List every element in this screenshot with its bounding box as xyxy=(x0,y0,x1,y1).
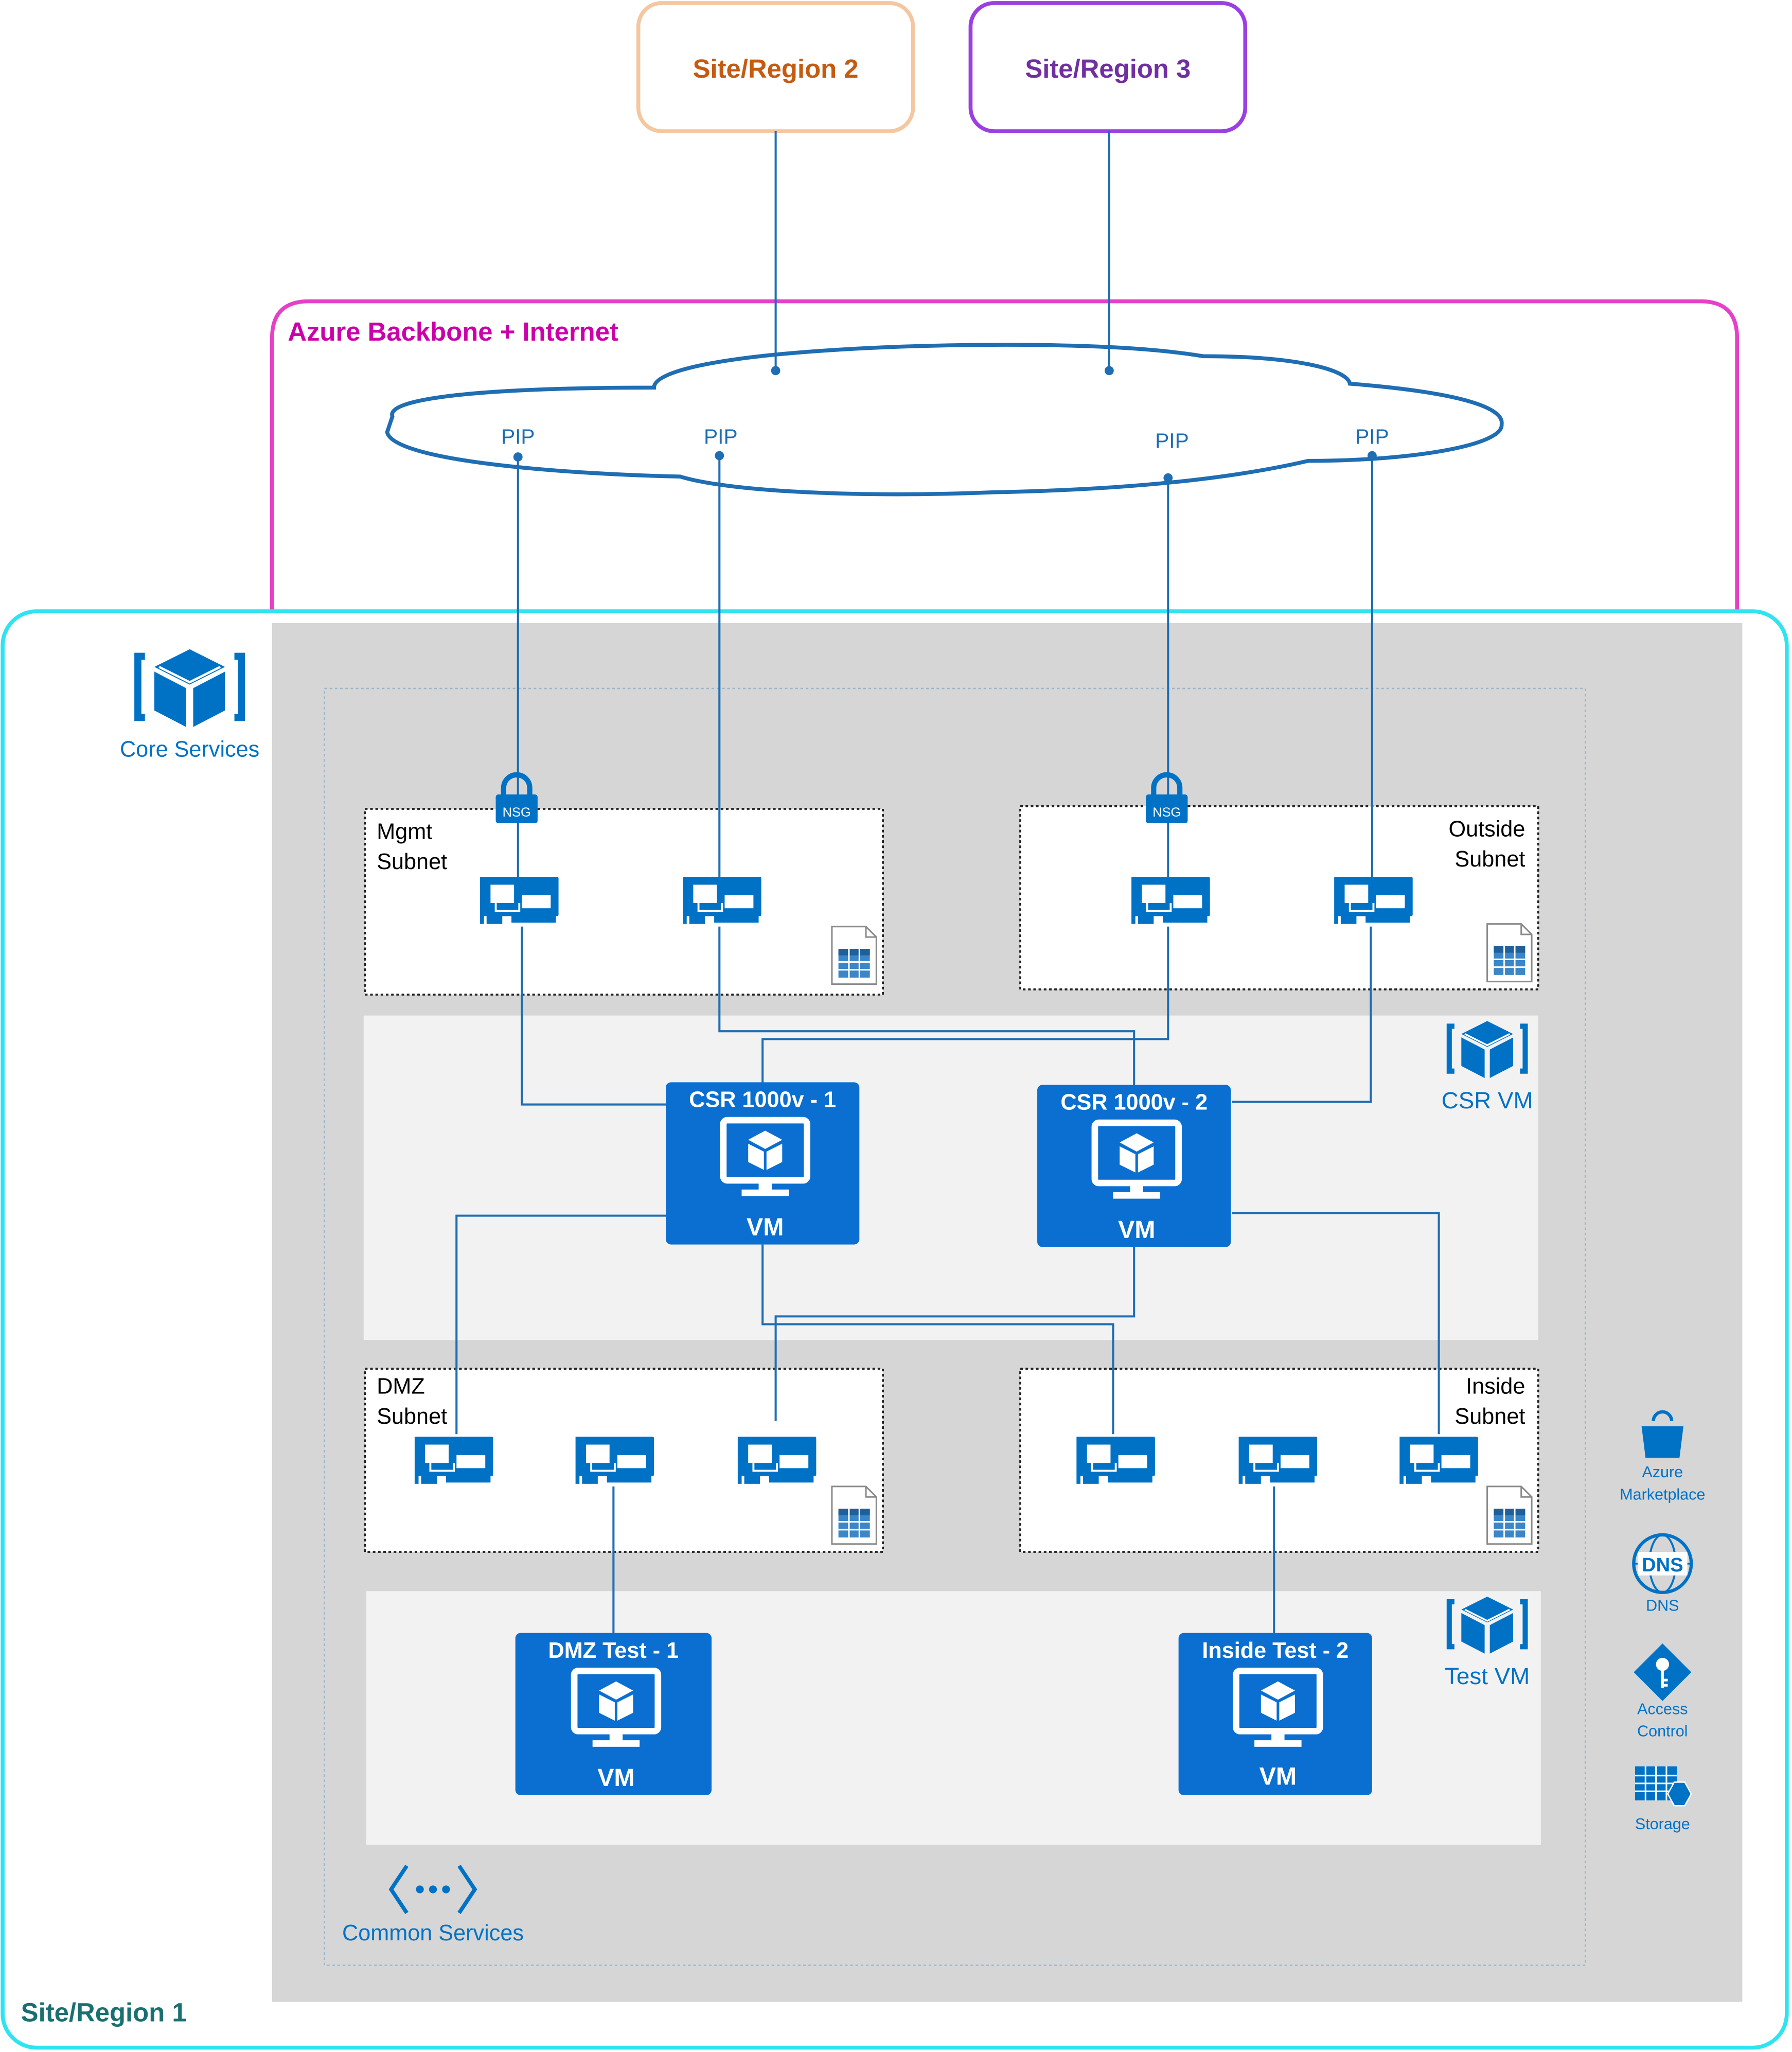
vm-title: Inside Test - 2 xyxy=(1202,1638,1349,1663)
nic-icon xyxy=(1398,1436,1479,1485)
storage-icon xyxy=(1635,1766,1692,1807)
subnet-doc-icon xyxy=(1486,1485,1533,1545)
vm-subtitle: VM xyxy=(1118,1216,1155,1244)
vm-title: DMZ Test - 1 xyxy=(548,1638,679,1663)
mgmt-subnet-label-line1: Mgmt xyxy=(377,819,432,844)
subnet-doc-icon xyxy=(831,926,877,985)
nic-icon xyxy=(574,1436,655,1485)
csr-1000v-1-vm[interactable]: CSR 1000v - 1 VM xyxy=(666,1082,860,1245)
subnet-doc-icon xyxy=(831,1485,877,1545)
azure-backbone-label: Azure Backbone + Internet xyxy=(288,317,618,346)
inside-subnet-label-line2: Subnet xyxy=(1454,1404,1525,1429)
core-services-label: Core Services xyxy=(120,737,259,762)
pip-label-1: PIP xyxy=(501,425,535,449)
nic-icon xyxy=(414,1436,494,1485)
azure-marketplace-label-line1: Azure xyxy=(1642,1463,1683,1481)
azure-backbone-box xyxy=(270,299,1740,613)
site-region-1-label: Site/Region 1 xyxy=(21,1998,187,2027)
pip-label-2: PIP xyxy=(704,425,738,449)
outside-subnet-box xyxy=(1019,805,1539,990)
site-region-2-label: Site/Region 2 xyxy=(693,54,859,83)
vm-title: CSR 1000v - 2 xyxy=(1060,1090,1208,1115)
common-services-icon xyxy=(388,1865,477,1914)
nic-icon xyxy=(1237,1436,1319,1485)
nsg-label: NSG xyxy=(503,805,531,820)
outside-subnet-label-line2: Subnet xyxy=(1454,847,1525,872)
pip-label-4: PIP xyxy=(1355,425,1389,449)
vm-subtitle: VM xyxy=(1259,1763,1297,1791)
connections xyxy=(455,131,1440,1636)
vm-subtitle: VM xyxy=(597,1764,634,1792)
storage-label: Storage xyxy=(1635,1815,1690,1833)
dmz-test-1-vm[interactable]: DMZ Test - 1 VM xyxy=(515,1633,712,1795)
subnet-doc-icon xyxy=(1486,923,1533,983)
mgmt-subnet-label-line2: Subnet xyxy=(377,850,447,874)
inside-subnet-label-line1: Inside xyxy=(1466,1374,1525,1399)
dmz-subnet-label-line1: DMZ xyxy=(377,1374,425,1399)
csr-vm-group-label: CSR VM xyxy=(1442,1087,1533,1113)
dns-label: DNS xyxy=(1646,1597,1679,1614)
csr-vm-panel xyxy=(363,1015,1538,1340)
test-vm-group-label: Test VM xyxy=(1445,1663,1530,1689)
dmz-subnet-label-line2: Subnet xyxy=(377,1404,447,1429)
nic-icon xyxy=(479,876,560,925)
nic-icon xyxy=(1333,876,1414,925)
access-control-label-line2: Control xyxy=(1637,1722,1688,1740)
vm-subtitle: VM xyxy=(747,1213,784,1241)
pip-label-3: PIP xyxy=(1155,429,1189,452)
site-region-3-label: Site/Region 3 xyxy=(1025,54,1191,83)
connection-dots xyxy=(513,366,1377,483)
nsg-label: NSG xyxy=(1152,805,1181,820)
outside-subnet-label-line1: Outside xyxy=(1448,817,1525,841)
nsg-lock-icon: NSG xyxy=(496,775,538,823)
nic-icon xyxy=(1130,876,1211,925)
nic-icon xyxy=(682,876,762,925)
azure-marketplace-label-line2: Marketplace xyxy=(1620,1485,1705,1503)
access-control-label-line1: Access xyxy=(1637,1700,1688,1718)
inside-test-2-vm[interactable]: Inside Test - 2 VM xyxy=(1178,1633,1372,1795)
nsg-lock-icon: NSG xyxy=(1146,775,1187,823)
dns-icon: DNS xyxy=(1632,1533,1693,1595)
access-control-icon xyxy=(1634,1643,1692,1701)
common-services-label: Common Services xyxy=(342,1921,524,1945)
mgmt-subnet-box xyxy=(364,808,884,996)
nic-icon xyxy=(1075,1436,1156,1485)
internet-cloud xyxy=(385,343,1504,497)
azure-marketplace-icon xyxy=(1641,1410,1683,1458)
vm-title: CSR 1000v - 1 xyxy=(689,1088,836,1112)
nic-icon xyxy=(736,1436,818,1485)
dns-badge-text: DNS xyxy=(1642,1554,1683,1576)
site-region-3-box xyxy=(968,1,1248,133)
csr-1000v-2-vm[interactable]: CSR 1000v - 2 VM xyxy=(1037,1085,1231,1247)
